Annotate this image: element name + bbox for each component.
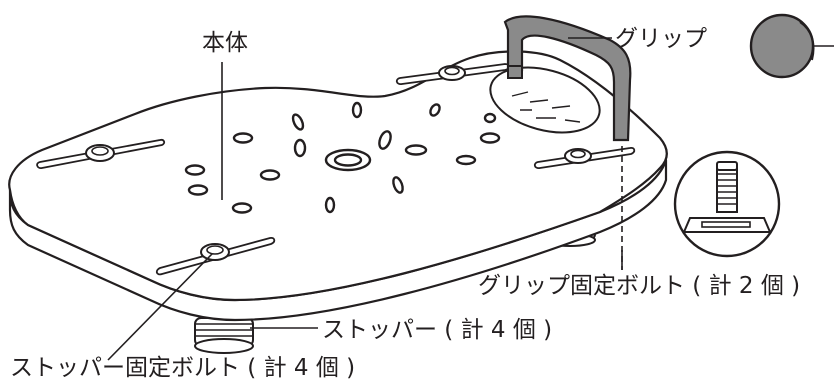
stopper-foot-front-left [194,317,254,354]
textured-pad [489,66,601,134]
label-stopper-bolt: ストッパー固定ボルト ( 計 4 個 ) [10,355,355,381]
label-grip-bolt: グリップ固定ボルト ( 計 2 個 ) [478,273,800,299]
bolt-slot-right [533,146,636,169]
grip-bolt-detail [673,150,781,258]
label-main-body: 本体 [202,30,248,56]
grip-handle [503,15,632,142]
leader-stopper-bolt [107,253,213,361]
cap-detail [749,13,815,79]
bolt-slot-front [155,236,276,276]
label-stopper: ストッパー ( 計 4 個 ) [322,317,552,343]
label-grip: グリップ [615,26,707,52]
bolt-slot-left [36,138,166,169]
drain-holes [184,101,501,214]
